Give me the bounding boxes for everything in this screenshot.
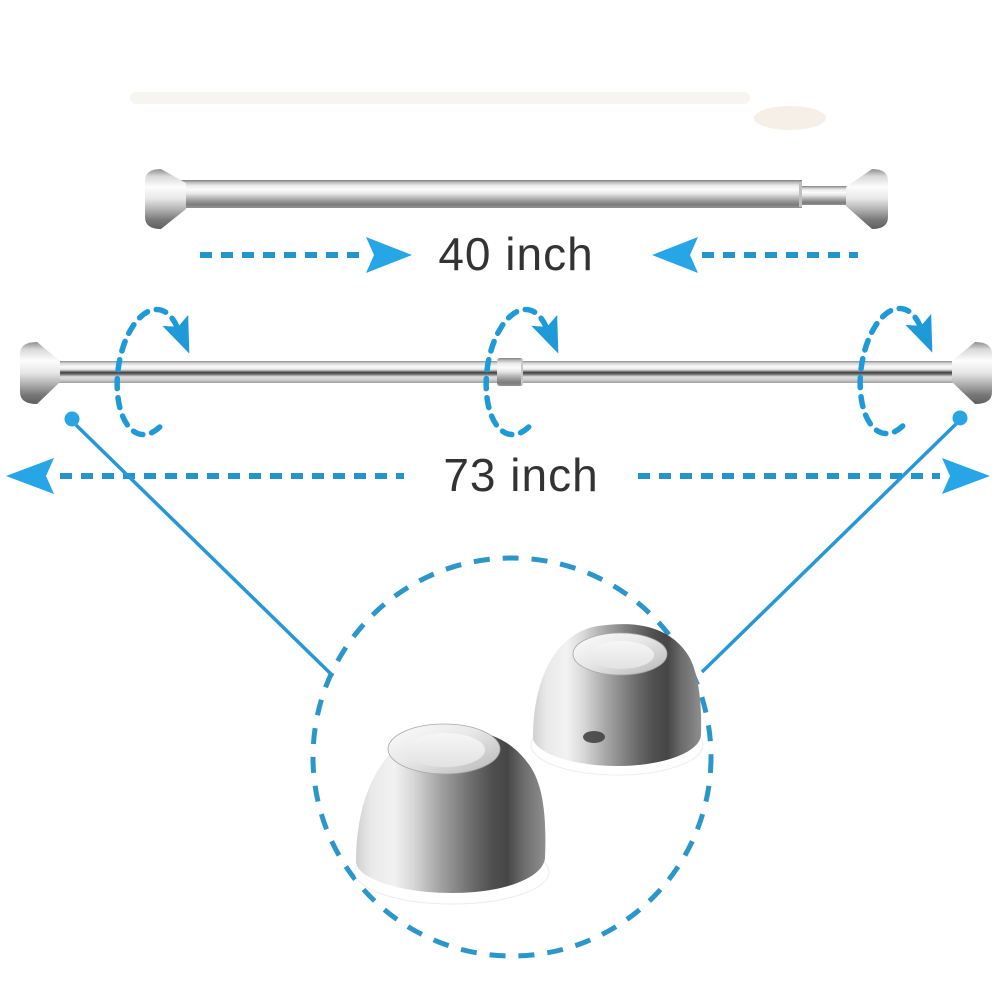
rotation-ellipse — [483, 306, 549, 438]
end-cap-back-hole — [583, 731, 605, 743]
long-rod-joint-seam — [521, 359, 523, 385]
rotation-indicator-left — [114, 306, 190, 438]
watermark-smudge — [130, 92, 750, 104]
rotation-indicator-middle — [483, 306, 559, 438]
dimension-40-left-arrowhead-icon — [366, 237, 412, 273]
end-cap-back — [530, 624, 704, 776]
label-73-inch: 73 inch — [443, 449, 598, 501]
top-rod-inner-tube — [800, 186, 850, 205]
callout-anchor-dot-left — [64, 411, 80, 427]
long-rod — [20, 342, 992, 404]
top-rod-joint-seam — [799, 183, 802, 207]
rotation-indicator-right — [857, 305, 933, 437]
rotation-ellipse — [857, 305, 923, 437]
dimension-73: 73 inch — [6, 449, 990, 501]
top-rod-left-cap — [145, 169, 186, 229]
end-cap-front — [354, 723, 550, 905]
callout-zoom-circle-icon — [310, 555, 714, 959]
dimension-73-left-arrowhead-icon — [6, 458, 54, 494]
watermark-spot — [754, 106, 826, 130]
dimension-40: 40 inch — [200, 228, 858, 280]
rotation-arrowhead-icon — [905, 313, 933, 353]
watermark-artifacts — [130, 92, 826, 130]
rotation-arrowhead-icon — [531, 314, 559, 354]
callout-anchor-dot-right — [952, 410, 968, 426]
detail-callout — [64, 410, 968, 959]
end-cap-front-body — [356, 729, 546, 893]
long-rod-joint-collar — [497, 358, 523, 386]
dimension-40-right-arrowhead-icon — [652, 237, 698, 273]
top-rod-tube — [180, 180, 802, 208]
long-rod-right-cap — [952, 342, 992, 404]
callout-leader-line-right — [700, 422, 958, 674]
dimension-73-right-arrowhead-icon — [942, 458, 990, 494]
top-rod — [145, 169, 888, 229]
end-cap-front-top-face — [405, 733, 485, 767]
rotation-ellipse — [114, 306, 180, 438]
top-rod-right-cap — [846, 169, 888, 229]
rotation-arrowhead-icon — [162, 314, 190, 354]
long-rod-left-cap — [20, 342, 60, 404]
callout-leader-line-left — [74, 423, 335, 678]
end-cap-back-top-face — [588, 641, 654, 669]
label-40-inch: 40 inch — [438, 228, 593, 280]
